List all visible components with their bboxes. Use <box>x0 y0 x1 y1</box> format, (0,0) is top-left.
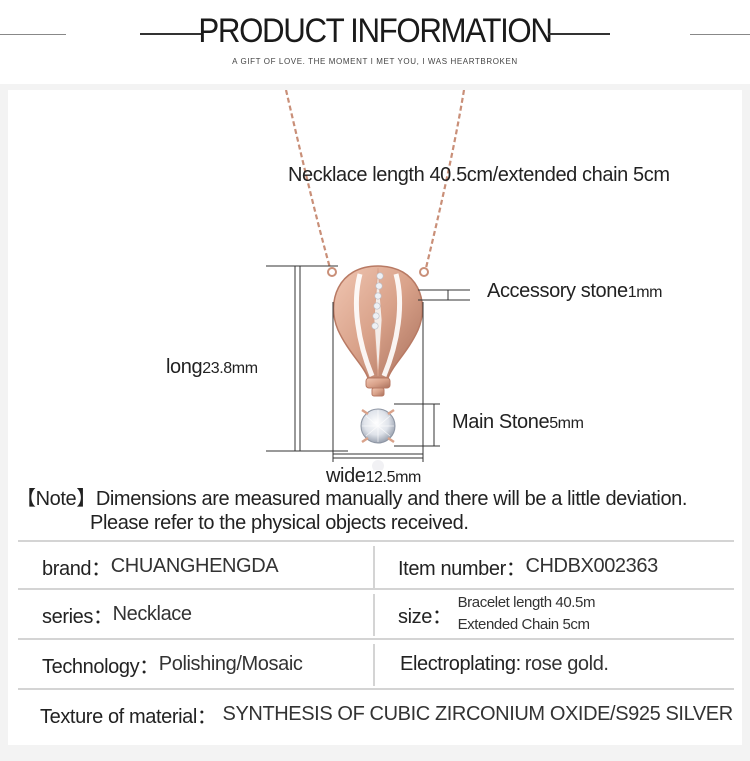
title-rule-right <box>548 33 610 35</box>
title-rule-right-outer <box>690 34 750 35</box>
accessory-stone-label: Accessory stone1mm <box>487 280 662 303</box>
spec-electroplating: Electroplating: rose gold. <box>400 640 609 688</box>
spec-texture-key: Texture of material： <box>40 705 217 728</box>
necklace-illustration <box>266 90 470 470</box>
page-subtitle: A GIFT OF LOVE. THE MOMENT I MET YOU, I … <box>232 57 518 66</box>
column-divider <box>373 644 375 686</box>
accessory-stone-value: 1mm <box>627 284 663 301</box>
main-stone-value: 5mm <box>549 415 584 432</box>
necklace-length-label: Necklace length 40.5cm/extended chain 5c… <box>288 164 670 186</box>
column-divider <box>373 546 375 588</box>
spec-item-number: Item number： CHDBX002363 <box>398 542 658 590</box>
dimension-lines <box>266 265 470 462</box>
spec-brand-key: brand： <box>42 557 111 580</box>
main-stone-text: Main Stone <box>452 411 550 433</box>
spec-series-value: Necklace <box>112 602 192 625</box>
spec-plating-key: Electroplating: <box>400 652 521 675</box>
note-line-1: 【Note】Dimensions are measured manually a… <box>16 488 688 510</box>
spec-brand-value: CHUANGHENGDA <box>110 554 279 577</box>
spec-size-key: size： <box>398 605 452 628</box>
spec-item-key: Item number： <box>398 557 526 580</box>
page-title: PRODUCT INFORMATION <box>198 12 553 50</box>
spec-row: Technology： Polishing/Mosaic Electroplat… <box>18 640 734 690</box>
spec-brand: brand： CHUANGHENGDA <box>42 542 279 590</box>
spec-row: series： Necklace size： Bracelet length 4… <box>18 590 734 640</box>
main-stone-label: Main Stone5mm <box>452 411 584 434</box>
spec-texture-value: SYNTHESIS OF CUBIC ZIRCONIUM OXIDE/S925 … <box>222 702 734 725</box>
long-label: long23.8mm <box>166 356 258 379</box>
spec-technology: Technology： Polishing/Mosaic <box>42 640 303 688</box>
spec-series-key: series： <box>42 605 113 628</box>
necklace-figure: Necklace length 40.5cm/extended chain 5c… <box>8 90 742 487</box>
spec-size-bracelet: Bracelet length 40.5m <box>457 594 596 611</box>
spec-tech-key: Technology： <box>42 655 159 678</box>
note-line-2: Please refer to the physical objects rec… <box>90 512 469 534</box>
spec-texture: Texture of material： SYNTHESIS OF CUBIC … <box>40 690 733 738</box>
wide-value: 12.5mm <box>365 469 422 486</box>
title-rule-left-outer <box>0 34 66 35</box>
product-info-panel: Necklace length 40.5cm/extended chain 5c… <box>8 90 742 745</box>
wide-label: wide12.5mm <box>326 465 421 488</box>
spec-series: series： Necklace <box>42 590 192 638</box>
long-value: 23.8mm <box>202 360 258 377</box>
accessory-stone-text: Accessory stone <box>487 280 628 302</box>
spec-row: brand： CHUANGHENGDA Item number： CHDBX00… <box>18 540 734 590</box>
spec-size-chain: Extended Chain 5cm <box>457 616 590 633</box>
long-text: long <box>166 356 203 378</box>
spec-size: size： Bracelet length 40.5m Extended Cha… <box>398 590 596 638</box>
spec-item-value: CHDBX002363 <box>525 554 658 577</box>
balloon-pendant <box>332 265 424 397</box>
spec-row: Texture of material： SYNTHESIS OF CUBIC … <box>18 690 734 740</box>
main-stone <box>360 408 396 444</box>
spec-tech-value: Polishing/Mosaic <box>158 652 303 675</box>
title-rule-left <box>140 33 202 35</box>
spec-plating-value: rose gold. <box>524 652 609 675</box>
spec-table: brand： CHUANGHENGDA Item number： CHDBX00… <box>18 540 734 740</box>
page-header: PRODUCT INFORMATION A GIFT OF LOVE. THE … <box>0 0 750 84</box>
spec-size-value: Bracelet length 40.5m Extended Chain 5cm <box>458 592 596 636</box>
wide-text: wide <box>326 465 366 487</box>
column-divider <box>373 594 375 636</box>
chain <box>284 90 466 269</box>
